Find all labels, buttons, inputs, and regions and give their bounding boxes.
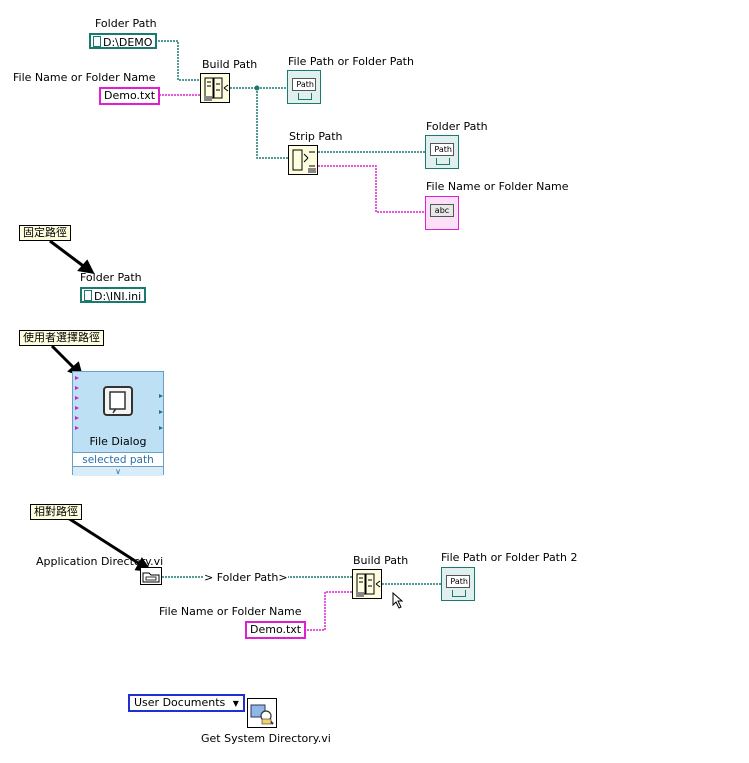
strip-path-icon <box>292 149 316 173</box>
comment-relative-path[interactable]: 相對路徑 <box>30 504 82 520</box>
user-documents-ring[interactable]: User Documents ▼ <box>128 694 245 712</box>
wire-folder-to-build <box>158 40 200 81</box>
path-indicator-tab <box>298 93 312 100</box>
wire-strip-to-name <box>318 165 425 213</box>
document-icon <box>109 391 126 414</box>
system-directory-icon <box>250 704 274 725</box>
wire-junction <box>254 85 260 91</box>
arrow-dialog <box>50 344 78 372</box>
out-folder-path-indicator[interactable]: Path <box>425 135 459 169</box>
fixed-folder-path-constant[interactable]: D:\INI.ini <box>80 287 147 303</box>
out-name-label: File Name or Folder Name <box>426 180 569 193</box>
path-type-icon <box>84 290 92 301</box>
folder-path-constant[interactable]: D:\DEMO <box>89 33 158 49</box>
path-indicator-tab <box>436 158 450 165</box>
folder-icon <box>142 572 160 583</box>
wire-name2-to-build <box>301 591 352 631</box>
sysdir-vi-label: Get System Directory.vi <box>201 732 331 745</box>
path-type-icon <box>93 36 101 47</box>
folder-path-value: D:\DEMO <box>103 36 153 49</box>
path-indicator-glyph: Path <box>430 143 454 156</box>
file-path-indicator[interactable]: Path <box>287 70 321 104</box>
file-name-2-label: File Name or Folder Name <box>159 605 302 618</box>
file-path-indicator-2[interactable]: Path <box>441 567 475 601</box>
build-path-2-node[interactable] <box>352 569 382 599</box>
strip-path-node[interactable] <box>288 145 318 175</box>
get-system-directory-icon[interactable] <box>247 698 277 728</box>
path-wires <box>158 40 441 585</box>
application-directory-icon[interactable] <box>140 567 162 585</box>
arrow-fixed-head <box>77 259 95 274</box>
terminal-arrows <box>75 376 163 430</box>
file-name-constant[interactable]: Demo.txt <box>99 87 161 105</box>
fixed-folder-path-value: D:\INI.ini <box>94 290 142 303</box>
selected-path-output[interactable]: selected path <box>73 452 163 467</box>
path-indicator-glyph: Path <box>446 575 470 588</box>
arrow-relative <box>67 516 144 568</box>
build-path-label: Build Path <box>202 58 258 71</box>
path-indicator-tab <box>452 590 466 597</box>
file-path-indicator-label: File Path or Folder Path <box>288 55 414 68</box>
out-folder-path-label: Folder Path <box>426 120 488 133</box>
file-name-2-constant[interactable]: Demo.txt <box>245 621 307 639</box>
fixed-folder-path-label: Folder Path <box>80 271 142 284</box>
file-name-label: File Name or Folder Name <box>13 71 156 84</box>
app-dir-label: Application Directory.vi <box>36 555 164 568</box>
path-indicator-glyph: Path <box>292 78 316 91</box>
arrow-fixed <box>49 239 87 270</box>
build-path-node[interactable] <box>200 73 230 103</box>
file-dialog-name: File Dialog <box>89 435 147 448</box>
build-path-2-label: Build Path <box>353 554 409 567</box>
out-name-indicator[interactable]: abc <box>425 196 459 230</box>
indicator-2-label: File Path or Folder Path 2 <box>441 551 578 564</box>
expand-chevron-icon[interactable]: ∨ <box>73 466 163 476</box>
file-dialog-express-vi[interactable]: File Dialog selected path ∨ <box>72 371 164 476</box>
comment-user-select[interactable]: 使用者選擇路徑 <box>19 330 104 346</box>
string-wires <box>156 94 425 631</box>
wire-build-to-strip <box>256 88 288 159</box>
dropdown-arrow-icon[interactable]: ▼ <box>232 699 239 708</box>
strip-path-label: Strip Path <box>289 130 343 143</box>
folder-path-tunnel: > Folder Path> <box>204 571 288 584</box>
comment-fixed-path[interactable]: 固定路徑 <box>19 225 71 241</box>
file-dialog-icon <box>103 386 133 416</box>
build-path-icon <box>204 77 229 101</box>
ring-value: User Documents <box>134 696 226 709</box>
mouse-cursor <box>392 591 404 609</box>
folder-path-label: Folder Path <box>95 17 157 30</box>
string-indicator-glyph: abc <box>430 204 454 217</box>
build-path-icon <box>356 573 381 597</box>
